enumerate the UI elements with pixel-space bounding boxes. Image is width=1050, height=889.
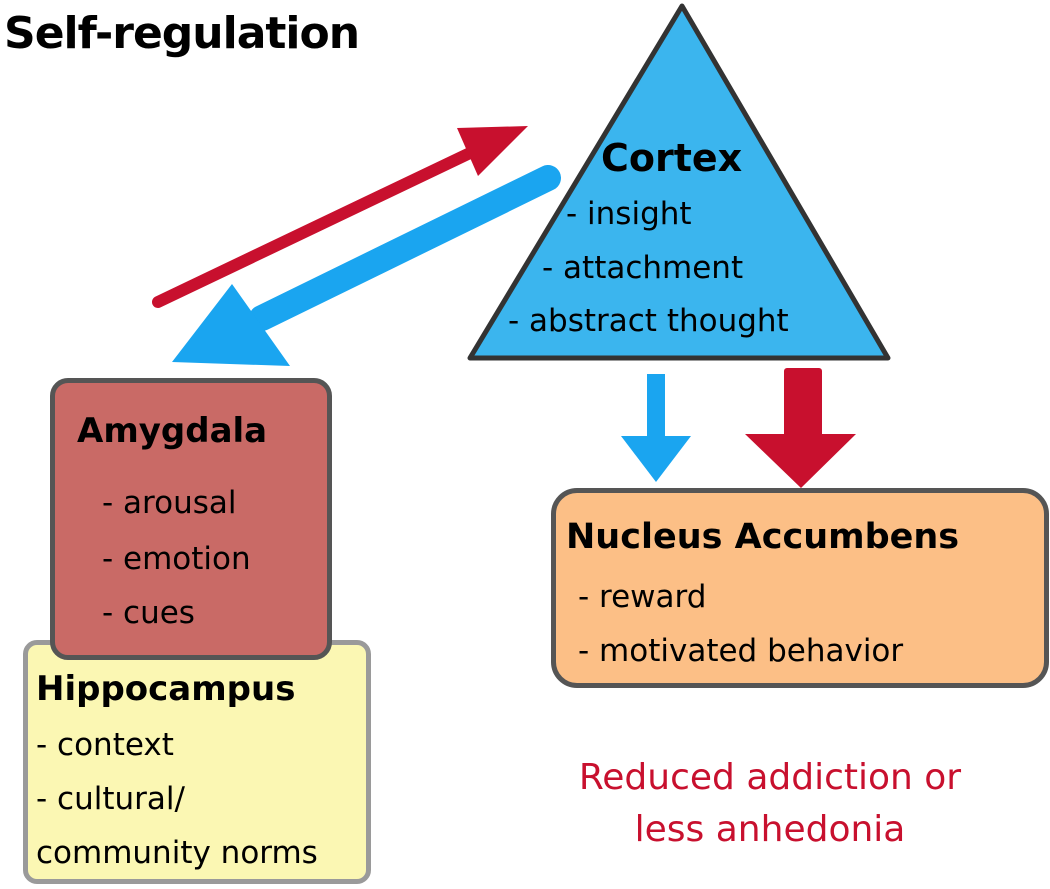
hippocampus-item: community norms: [36, 835, 318, 871]
outcome-text: Reduced addiction or less anhedonia: [560, 752, 980, 856]
outcome-line: less anhedonia: [634, 809, 906, 850]
hippocampus-box: Hippocampus - context - cultural/ commun…: [23, 640, 371, 884]
cortex-item: - attachment: [542, 250, 744, 286]
blue-arrow-to-amygdala: [172, 165, 561, 366]
amygdala-item: - cues: [102, 595, 195, 631]
amygdala-box: Amygdala - arousal - emotion - cues: [50, 378, 332, 660]
hippocampus-item: - context: [36, 727, 174, 763]
nucleus-accumbens-item: - reward: [578, 579, 707, 615]
amygdala-item: - arousal: [102, 485, 237, 521]
red-arrow-to-nucleus: [745, 368, 856, 488]
amygdala-item: - emotion: [102, 541, 251, 577]
cortex-item: - insight: [566, 196, 692, 232]
hippocampus-item: - cultural/: [36, 781, 185, 817]
red-arrow-to-cortex: [152, 126, 528, 308]
cortex-label: Cortex: [601, 136, 743, 180]
blue-arrow-to-nucleus: [621, 374, 691, 482]
diagram-title: Self-regulation: [4, 8, 360, 59]
outcome-line: Reduced addiction or: [578, 757, 962, 798]
cortex-triangle: [467, 3, 891, 361]
nucleus-accumbens-box: Nucleus Accumbens - reward - motivated b…: [551, 488, 1049, 688]
nucleus-accumbens-label: Nucleus Accumbens: [566, 517, 960, 557]
hippocampus-label: Hippocampus: [36, 669, 296, 709]
amygdala-label: Amygdala: [77, 411, 268, 451]
cortex-item: - abstract thought: [508, 303, 789, 339]
nucleus-accumbens-item: - motivated behavior: [578, 633, 904, 669]
